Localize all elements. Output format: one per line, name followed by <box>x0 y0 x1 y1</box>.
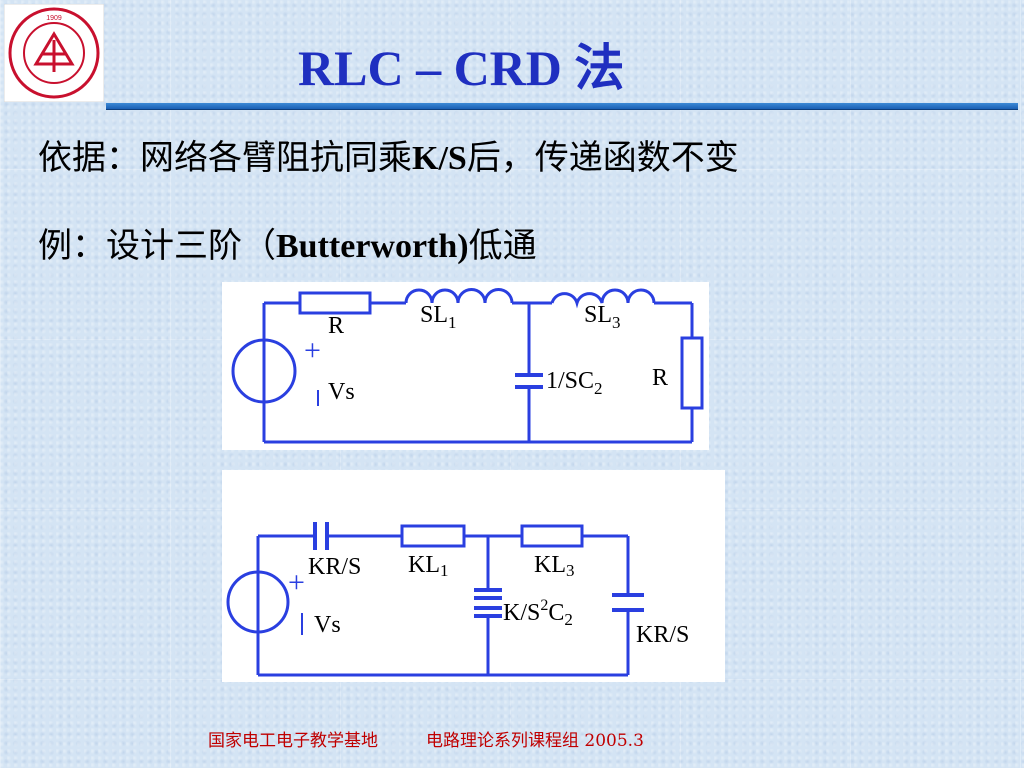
basis-line: 依据：网络各臂阻抗同乘K/S后，传递函数不变 <box>38 130 739 179</box>
label-sl3: SL3 <box>584 302 621 332</box>
label-r-load: R <box>652 365 668 391</box>
label-kr-s-load: KR/S <box>636 622 689 648</box>
resistor-r-series <box>298 291 372 315</box>
capacitor-kr-s-series <box>313 522 329 550</box>
logo-year: 1909 <box>46 15 62 22</box>
label-r-series: R <box>328 313 344 339</box>
university-logo: 1909 <box>3 3 105 103</box>
example-line: 例：设计三阶（Butterworth)低通 <box>38 218 537 267</box>
label-sl1: SL1 <box>420 302 457 332</box>
capacitor-c2 <box>515 373 543 389</box>
basis-suffix: 后，传递函数不变 <box>466 138 739 178</box>
basis-bold: K/S <box>412 140 467 177</box>
example-prefix: 例：设计三阶（ <box>38 226 276 266</box>
label-vs: Vs <box>314 612 341 638</box>
label-c2: 1/SC2 <box>546 368 603 398</box>
rlc-circuit-diagram: R SL1 SL3 1/SC2 R + Vs <box>222 282 709 450</box>
label-plus: + <box>288 566 305 599</box>
label-plus: + <box>304 334 321 367</box>
label-k-s2-c2: K/S2C2 <box>503 597 573 629</box>
example-bold: Butterworth) <box>276 228 469 265</box>
capacitor-kr-s-load <box>612 593 644 612</box>
label-kr-s-series: KR/S <box>308 554 361 580</box>
label-kl3: KL3 <box>534 552 575 580</box>
resistor-kl3 <box>520 524 584 548</box>
inductor-l3 <box>550 288 656 309</box>
page-title: RLC – CRD 法 <box>298 40 625 96</box>
footer-left: 国家电工电子教学基地 <box>208 731 378 751</box>
resistor-kl1 <box>400 524 466 548</box>
inductor-l1 <box>404 288 514 304</box>
resistor-r-load <box>680 336 704 410</box>
fdnr-k-s2-c2 <box>474 588 502 618</box>
label-vs: Vs <box>328 379 355 405</box>
footer-right: 电路理论系列课程组 2005.3 <box>426 731 644 751</box>
example-suffix: 低通 <box>468 226 537 266</box>
footer: 国家电工电子教学基地 电路理论系列课程组 2005.3 <box>208 726 644 751</box>
basis-prefix: 依据：网络各臂阻抗同乘 <box>38 138 412 178</box>
crd-circuit-diagram: KR/S KL1 KL3 K/S2C2 KR/S + Vs <box>222 470 725 682</box>
title-divider <box>106 103 1018 110</box>
label-kl1: KL1 <box>408 552 449 580</box>
